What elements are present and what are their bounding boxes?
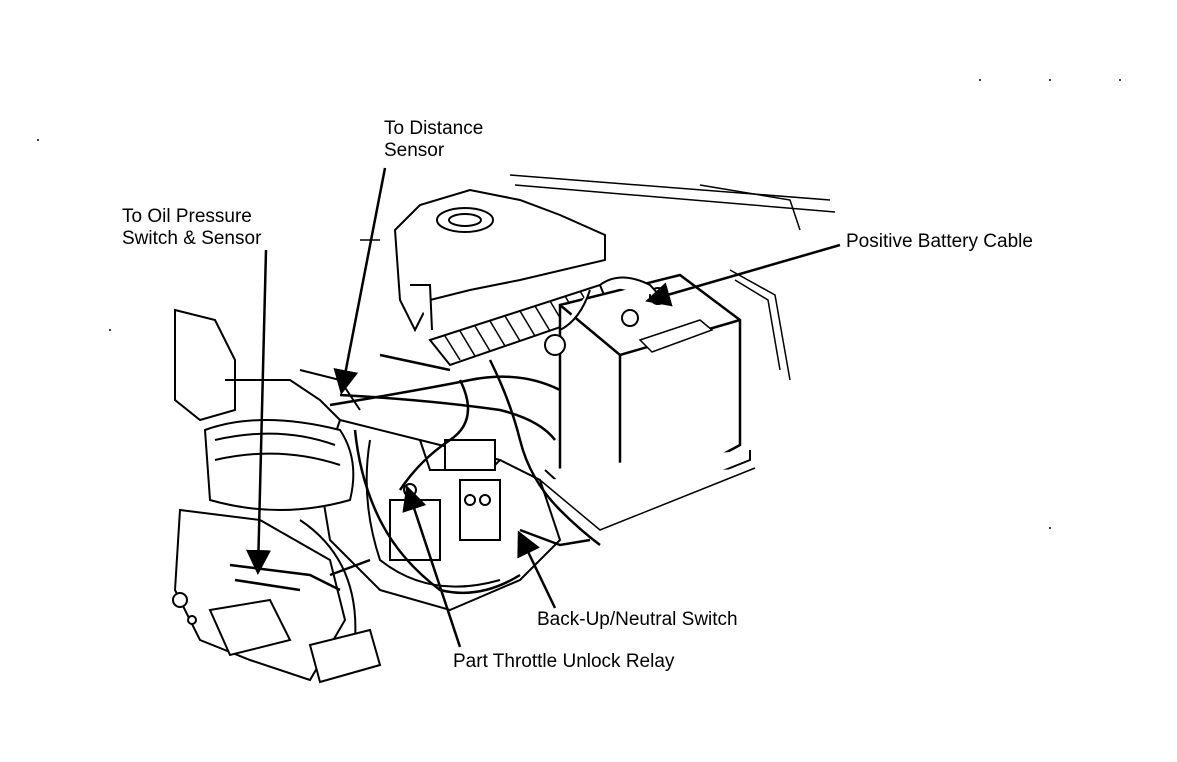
label-positive-battery-cable: Positive Battery Cable: [846, 231, 1033, 252]
engine-block: [174, 308, 361, 511]
label-backup-neutral-switch: Back-Up/Neutral Switch: [537, 609, 738, 630]
leader-battery-cable: [645, 243, 841, 307]
leader-backup-switch: [517, 530, 557, 609]
leader-oil-pressure: [246, 249, 271, 575]
label-distance-sensor-line2: Sensor: [384, 140, 445, 161]
label-oil-pressure-line2: Switch & Sensor: [122, 228, 262, 249]
label-distance-sensor-line1: To Distance: [384, 118, 484, 139]
air-cleaner-housing: [393, 188, 606, 333]
label-oil-pressure: To Oil Pressure Switch & Sensor: [122, 206, 261, 250]
leader-distance-sensor: [333, 167, 387, 395]
wire-harness: [229, 353, 601, 595]
label-part-throttle-unlock-relay: Part Throttle Unlock Relay: [453, 651, 675, 672]
scan-specks: [37, 79, 1121, 529]
label-oil-pressure-line1: To Oil Pressure: [122, 206, 252, 227]
label-distance-sensor: To Distance Sensor: [384, 118, 483, 162]
leader-lines: [246, 167, 841, 648]
firewall-lines: [360, 174, 836, 381]
leader-throttle-relay: [402, 485, 462, 648]
gearbox-end: [172, 508, 382, 684]
battery: [539, 273, 756, 531]
battery-cable: [544, 276, 667, 356]
